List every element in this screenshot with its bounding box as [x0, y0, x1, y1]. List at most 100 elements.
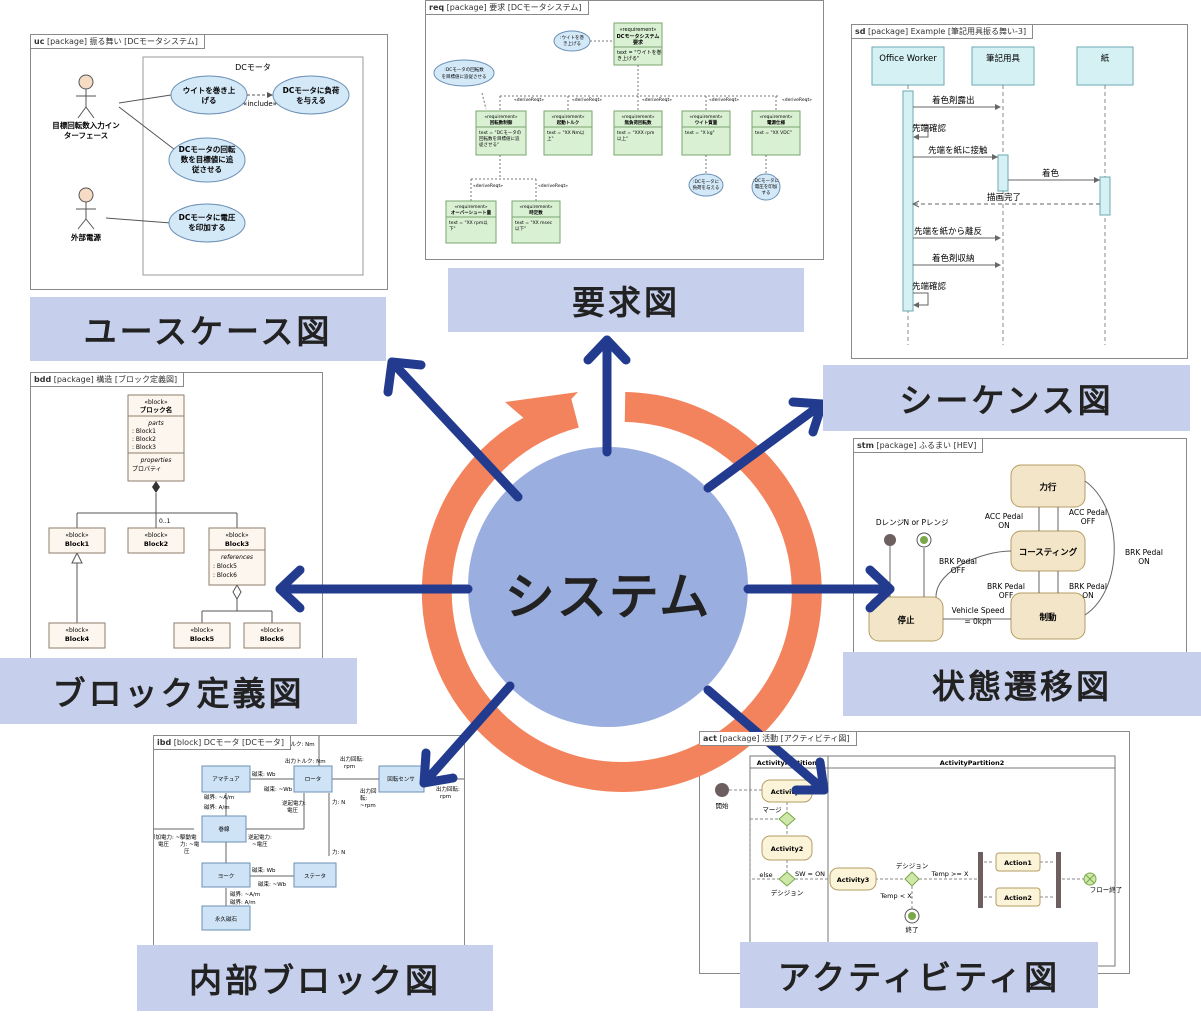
block-4: «block» Block4	[48, 622, 106, 649]
svg-text:text = "XXX rpm: text = "XXX rpm	[617, 130, 654, 136]
ibd-frame-tag: ibd [block] DCモータ [DCモータ]	[154, 736, 292, 750]
act-activity3: Activity3	[829, 867, 877, 891]
sd-svg: Office Worker 筆記用具 紙 着色剤露出 先端確認 先端を紙に接触 …	[871, 46, 1134, 345]
svg-text:«block»: «block»	[190, 627, 214, 634]
usecase-4	[168, 203, 246, 243]
ibd-lbl-14c: 圧	[184, 848, 190, 855]
lbl-brk4-1: BRK Pedal	[1125, 548, 1163, 557]
actor1-label-2: ターフェース	[64, 130, 108, 140]
ibd-part-magnet: 永久磁石	[201, 905, 251, 931]
ibd-lbl-11b: 転:	[360, 795, 368, 802]
system-label: システム	[504, 568, 712, 626]
lbl-acc1-2: ON	[998, 521, 1010, 530]
uc4-text-2: を印加する	[188, 222, 226, 232]
uc1-text-1: ウイトを巻き上	[183, 85, 236, 95]
act-decision2-node	[904, 871, 920, 887]
act-flow-end-label: フロー終了	[1090, 885, 1123, 894]
svg-text:回転センサ: 回転センサ	[387, 776, 415, 783]
act-guard2-label: Temp < X	[879, 892, 912, 900]
banner-state: 状態遷移図	[843, 652, 1201, 716]
svg-text:«requirement»: «requirement»	[621, 114, 655, 120]
act-frame-tag: act [package] 活動 [アクティビティ図]	[700, 732, 857, 746]
svg-text:Activity2: Activity2	[771, 845, 804, 853]
ibd-lbl-3: 磁束: Wb	[252, 770, 276, 778]
req-svg: «requirement» DCモータシステム 要求 text = "ウイトを巻…	[433, 22, 812, 244]
svg-text:«requirement»: «requirement»	[454, 204, 488, 210]
svg-text:«requirement»: «requirement»	[689, 114, 723, 120]
ibd-part-stator: ステータ	[293, 862, 337, 888]
svg-text:時定数: 時定数	[529, 209, 543, 216]
svg-text:Action2: Action2	[1004, 894, 1032, 902]
req-oval4-3: する	[762, 189, 771, 196]
uc3-text-3: 従させる	[191, 164, 222, 174]
ibd-lbl-10b: rpm	[344, 764, 355, 770]
svg-text:text = "XX msec: text = "XX msec	[515, 220, 553, 226]
ibd-lbl-9: 力: N	[332, 848, 345, 856]
svg-text:上": 上"	[547, 135, 554, 142]
svg-text:以下": 以下"	[515, 226, 526, 232]
svg-text:references: references	[221, 554, 253, 561]
uc3-text-2: 数を目標値に追	[181, 154, 234, 164]
uc2-text-2: を与える	[296, 95, 326, 105]
act-action1: Action1	[995, 852, 1041, 872]
state-label-3: 制動	[1039, 612, 1057, 623]
ibd-svg: アマチュア ロータ 回転センサ 巻線 ヨーク ステータ 永久磁石 出力トルク: …	[154, 736, 464, 931]
banner-activity: アクティビティ図	[740, 942, 1098, 1008]
final-node	[916, 532, 932, 548]
svg-text:Block6: Block6	[260, 635, 285, 643]
req-top-name-2: 要求	[633, 39, 644, 46]
ibd-lbl-5: 磁界: ~A/m	[204, 793, 234, 801]
svg-text:巻線: 巻線	[218, 825, 230, 833]
svg-text:従させる": 従させる"	[479, 141, 499, 148]
state-label-2: コースティング	[1019, 547, 1078, 558]
parts-title: parts	[147, 420, 163, 427]
props-title: properties	[140, 457, 172, 464]
partition1-label: ActivityPartition1	[757, 759, 822, 767]
svg-text:«block»: «block»	[65, 532, 89, 539]
svg-text:アマチュア: アマチュア	[212, 776, 240, 783]
lbl-brk3-1: BRK Pedal	[1069, 582, 1107, 591]
ibd-part-yoke: ヨーク	[201, 862, 251, 888]
msg-4: 着色	[1042, 168, 1060, 179]
usecase-3	[168, 137, 246, 183]
act-sw-label: SW = ON	[795, 870, 825, 878]
act-final-node	[904, 908, 920, 924]
state-diagram-panel: stm [package] ふるまい [HEV] 力行 コースティング 制動 停…	[853, 438, 1187, 654]
final-label: N or Pレンジ	[903, 518, 949, 527]
part-2: : Block2	[132, 436, 156, 443]
bdd-panel: bdd [package] 構造 [ブロック定義図] «block» ブロック名…	[30, 372, 323, 674]
bdd-svg: «block» ブロック名 parts : Block1 : Block2 : …	[48, 394, 301, 649]
svg-text:text = "XX Nm以: text = "XX Nm以	[547, 130, 585, 136]
ibd-lbl-15b: ~電圧	[252, 841, 268, 848]
act-fork-bar	[978, 852, 983, 908]
activity-diagram-panel: act [package] 活動 [アクティビティ図] ActivityPart…	[699, 731, 1130, 974]
req-item-1: «requirement» 回転数制御 text = "DCモータの 回転数を目…	[475, 92, 527, 156]
svg-text:«requirement»: «requirement»	[759, 114, 793, 120]
ibd-lbl-12b: rpm	[440, 794, 451, 800]
svg-text:text = "DCモータの: text = "DCモータの	[479, 129, 522, 136]
ibd-lbl-19: 磁界: A/m	[230, 898, 256, 906]
boundary-label: DCモータ	[235, 63, 271, 72]
ibd-lbl-15a: 逆起電力:	[248, 833, 272, 841]
ibd-lbl-8: 力: N	[332, 798, 345, 806]
req-item-2: «requirement» 起動トルク text = "XX Nm以 上"	[543, 96, 593, 156]
derive-5: «deriveReqt»	[782, 97, 812, 103]
actor1-label-1: 目標回転数入力イン	[52, 120, 120, 130]
act-decision-label: デシジョン	[771, 888, 804, 897]
svg-text:ウイト質量: ウイト質量	[695, 119, 718, 126]
lifeline-3-label: 紙	[1101, 53, 1110, 64]
msg-8: 先端確認	[912, 281, 947, 292]
ibd-part-sensor: 回転センサ	[378, 765, 425, 793]
req-oval3-1: :DCモータに	[693, 178, 720, 185]
req-item-5: «requirement» 電源仕様 text = "XX VDC"	[751, 96, 801, 156]
sd-frame-tag: sd [package] Example [筆記用具振る舞い-3]	[852, 25, 1034, 39]
part-3: : Block3	[132, 444, 156, 451]
req-sub-1: «requirement» オーバーシュート量 text = "XX rpm以 …	[445, 179, 497, 244]
bdd-frame-tag: bdd [package] 構造 [ブロック定義図]	[31, 373, 185, 387]
req-oval4-1: :DCモータに	[753, 177, 780, 184]
state-label-1: 力行	[1039, 482, 1057, 493]
lbl-brk2-1: BRK Pedal	[987, 582, 1025, 591]
act-join-bar	[1056, 852, 1061, 908]
multiplicity: 0..1	[159, 518, 171, 525]
svg-text:起動トルク: 起動トルク	[556, 119, 580, 126]
